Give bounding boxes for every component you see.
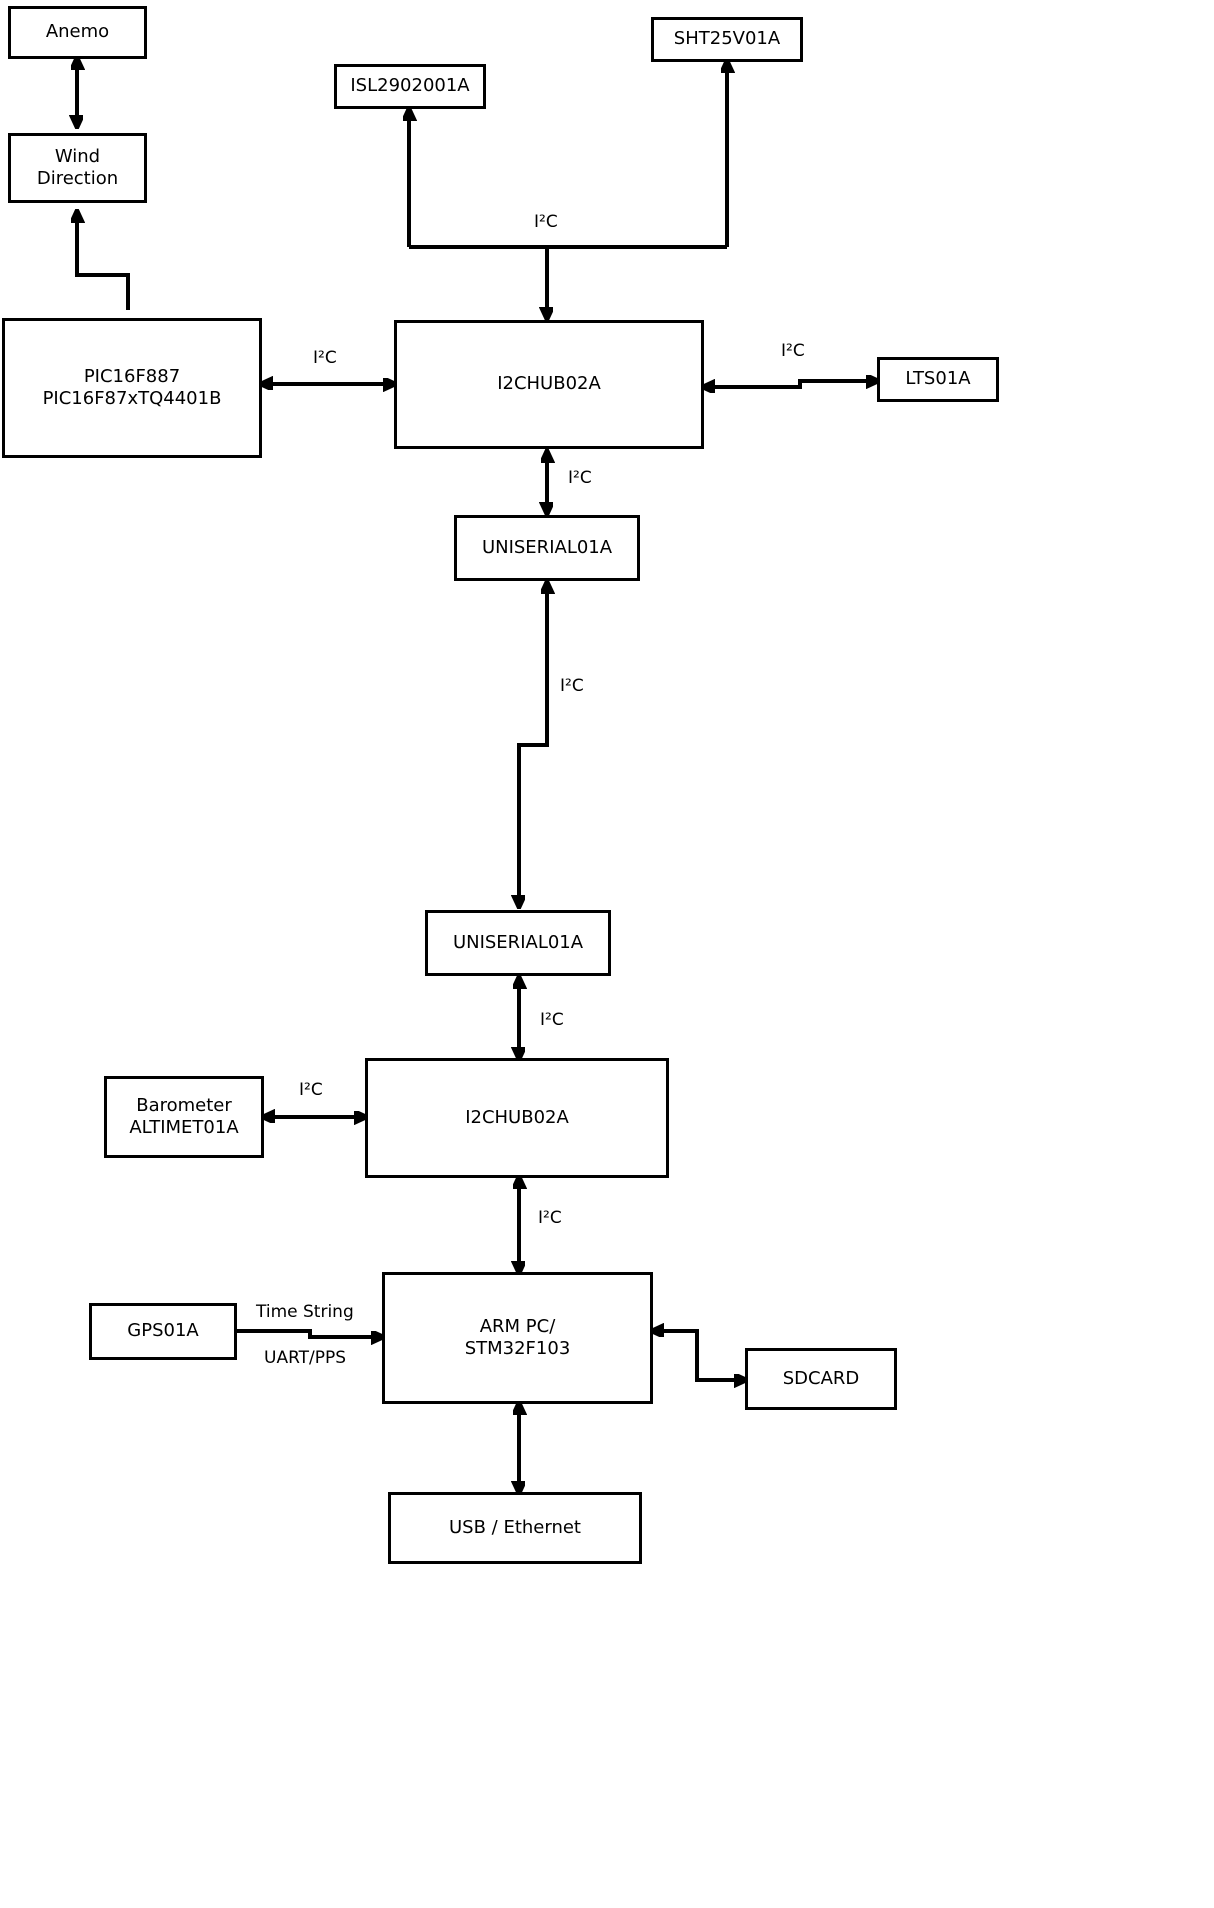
edge-label-hubbot-arm: I²C xyxy=(538,1208,562,1228)
wire-pic-to-wind xyxy=(77,212,130,310)
node-i2chub02a-bottom[interactable]: I2CHUB02A xyxy=(365,1058,669,1178)
node-uniserial01a-bottom[interactable]: UNISERIAL01A xyxy=(425,910,611,976)
node-arm-pc-stm32f103[interactable]: ARM PC/ STM32F103 xyxy=(382,1272,653,1404)
wire-uniserial-top-to-bot xyxy=(519,583,549,906)
node-gps01a[interactable]: GPS01A xyxy=(89,1303,237,1360)
node-anemo[interactable]: Anemo xyxy=(8,6,147,59)
wire-hub-to-lts xyxy=(704,381,877,389)
node-sht25v01a[interactable]: SHT25V01A xyxy=(651,17,803,62)
edge-label-pic-hub: I²C xyxy=(313,348,337,368)
edge-label-gps-time-string: Time String xyxy=(256,1302,354,1322)
wire-arm-to-sdcard xyxy=(653,1329,745,1380)
edge-label-uniserial-uniserial: I²C xyxy=(560,676,584,696)
node-pic16f887[interactable]: PIC16F887 PIC16F87xTQ4401B xyxy=(2,318,262,458)
node-wind-direction[interactable]: Wind Direction xyxy=(8,133,147,203)
edge-label-uniserial-hubbot: I²C xyxy=(540,1010,564,1030)
node-usb-ethernet[interactable]: USB / Ethernet xyxy=(388,1492,642,1564)
node-sdcard[interactable]: SDCARD xyxy=(745,1348,897,1410)
wire-gps-to-arm xyxy=(237,1329,382,1337)
edge-label-bus-top: I²C xyxy=(534,212,558,232)
node-isl2902001a[interactable]: ISL2902001A xyxy=(334,64,486,109)
node-barometer-altimet01a[interactable]: Barometer ALTIMET01A xyxy=(104,1076,264,1158)
edge-label-hub-uniserial: I²C xyxy=(568,468,592,488)
node-i2chub02a-top[interactable]: I2CHUB02A xyxy=(394,320,704,449)
edge-label-hub-lts: I²C xyxy=(781,341,805,361)
edge-label-barometer-hubbot: I²C xyxy=(299,1080,323,1100)
edge-label-gps-uart-pps: UART/PPS xyxy=(264,1348,347,1368)
node-uniserial01a-top[interactable]: UNISERIAL01A xyxy=(454,515,640,581)
node-lts01a[interactable]: LTS01A xyxy=(877,357,999,402)
